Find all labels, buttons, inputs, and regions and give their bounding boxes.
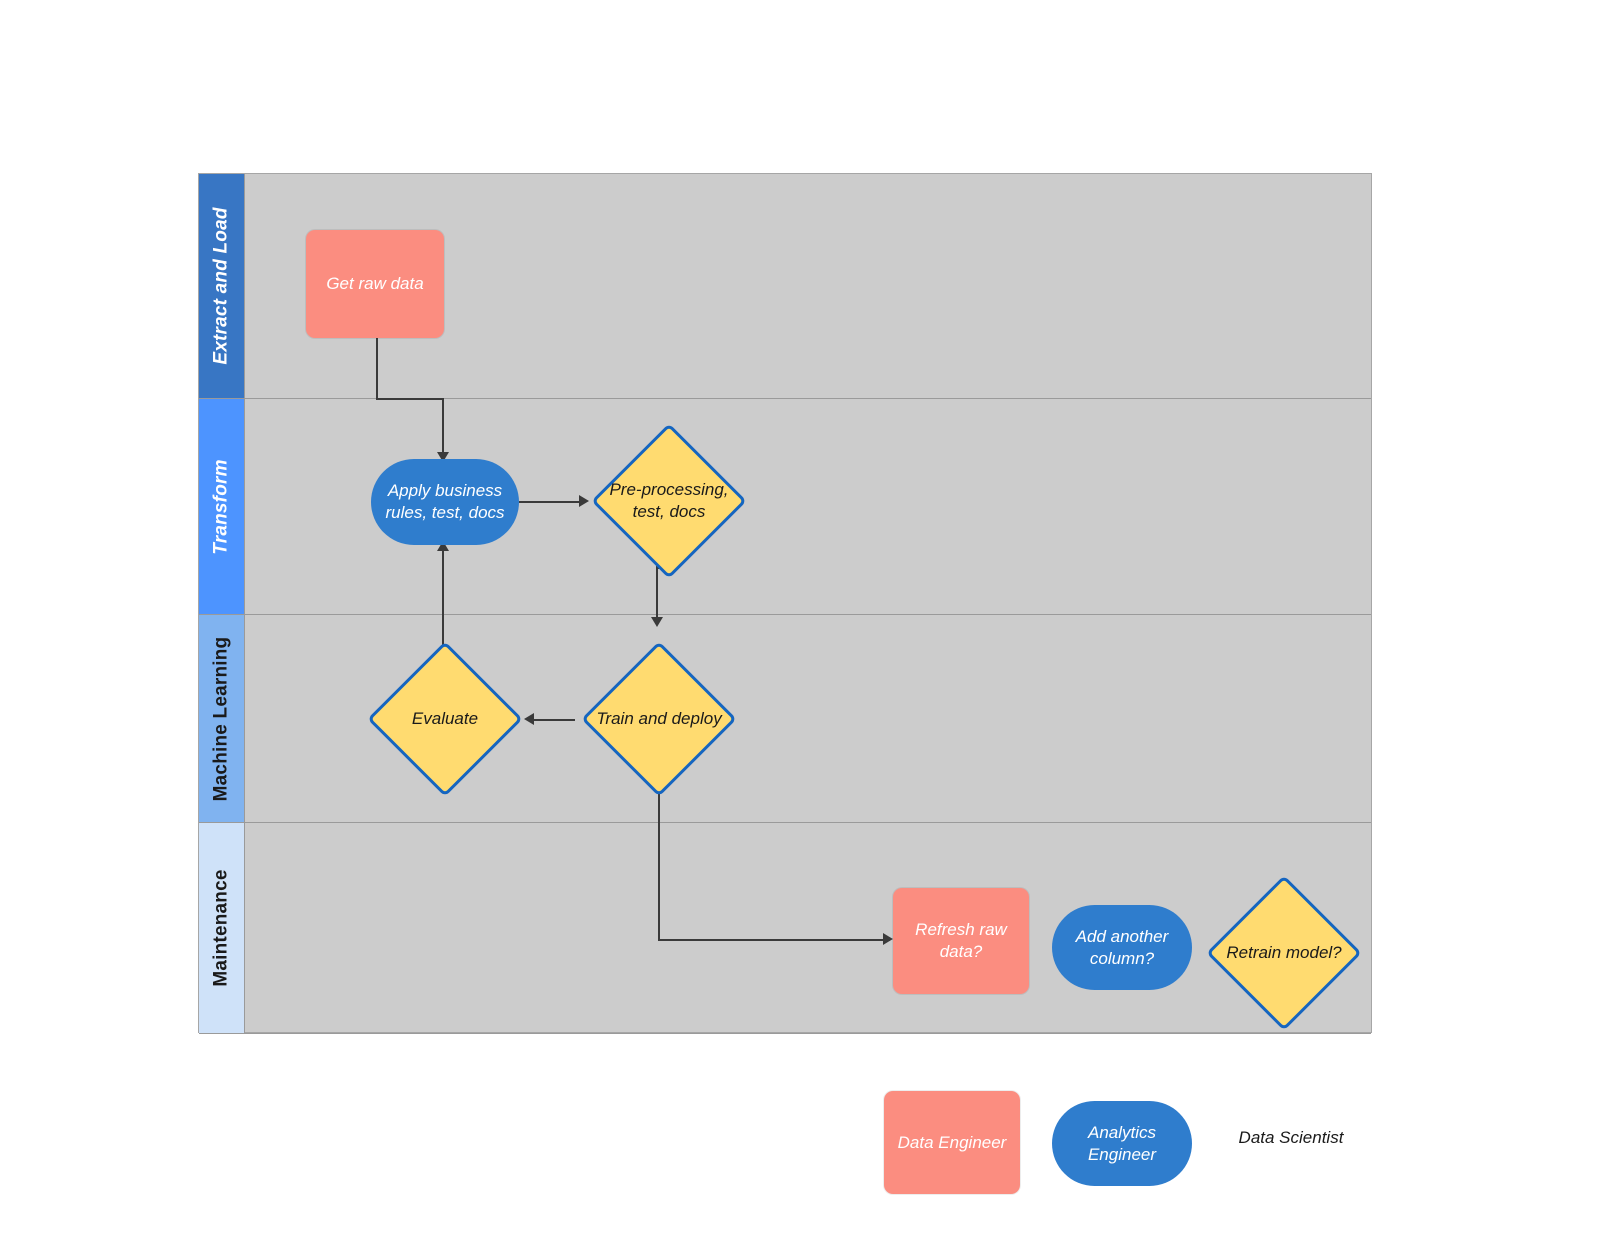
connector-arrow-to-refresh-raw-data (883, 933, 893, 945)
lane-maintenance: Maintenance (199, 823, 1371, 1034)
node-retrain-model[interactable]: Retrain model? (1202, 875, 1366, 1031)
lane-header-machine-learning: Machine Learning (199, 615, 245, 822)
lane-header-extract-and-load: Extract and Load (199, 174, 245, 398)
legend-label-data-engineer: Data Engineer (897, 1132, 1007, 1152)
connector-evaluate-to-apply (442, 551, 444, 689)
connector-train-to-evaluate (531, 719, 575, 721)
legend-item-data-scientist[interactable]: Data Scientist (1204, 1060, 1378, 1216)
connector-arrow-evaluate-to-apply (437, 541, 449, 551)
legend-label-data-scientist: Data Scientist (1238, 1128, 1344, 1148)
connector-train-to-refresh-seg2 (658, 939, 890, 941)
lane-header-maintenance: Maintenance (199, 823, 245, 1033)
node-label-add-another-column: Add another column? (1075, 926, 1169, 968)
lane-label-machine-learning: Machine Learning (210, 636, 232, 801)
node-pre-processing[interactable]: Pre-processing, test, docs (586, 423, 752, 579)
lane-machine-learning: Machine Learning (199, 615, 1371, 823)
connector-preprocessing-to-train-seg2 (656, 566, 658, 623)
node-refresh-raw-data[interactable]: Refresh raw data? (893, 888, 1029, 994)
node-evaluate[interactable]: Evaluate (354, 641, 536, 797)
node-label-refresh-raw-data: Refresh raw data? (915, 920, 1007, 961)
lane-extract-and-load: Extract and Load (199, 174, 1371, 399)
swimlane-pool: Extract and Load Transform Machine Learn… (198, 173, 1372, 1034)
connector-getrawdata-to-apply-seg1 (376, 338, 378, 399)
connector-arrow-to-pre-processing (579, 495, 589, 507)
node-get-raw-data[interactable]: Get raw data (306, 230, 444, 338)
node-label-pre-processing: Pre-processing, test, docs (609, 480, 729, 521)
connector-arrow-to-apply-business-rules (437, 452, 449, 462)
node-add-another-column[interactable]: Add another column? (1052, 905, 1192, 990)
node-train-and-deploy[interactable]: Train and deploy (571, 641, 747, 797)
node-label-get-raw-data: Get raw data (326, 274, 424, 294)
node-label-evaluate: Evaluate (411, 709, 479, 729)
connector-arrow-to-evaluate (524, 713, 534, 725)
node-label-train-and-deploy: Train and deploy (596, 709, 722, 729)
connector-arrow-to-train-and-deploy (651, 617, 663, 627)
legend-label-analytics-engineer: Analytics Engineer (1087, 1122, 1157, 1164)
lane-label-extract-and-load: Extract and Load (210, 207, 232, 365)
connector-train-to-refresh-seg1 (658, 790, 660, 941)
node-label-apply-business-rules: Apply business rules, test, docs (385, 481, 505, 522)
connector-getrawdata-to-apply-seg3 (442, 398, 444, 458)
legend-item-analytics-engineer[interactable]: Analytics Engineer (1052, 1101, 1192, 1186)
legend-item-data-engineer[interactable]: Data Engineer (884, 1091, 1020, 1194)
lane-label-maintenance: Maintenance (210, 869, 232, 987)
node-label-retrain-model: Retrain model? (1226, 943, 1342, 963)
lane-transform: Transform (199, 399, 1371, 615)
lane-header-transform: Transform (199, 399, 245, 614)
connector-apply-to-preprocessing (519, 501, 585, 503)
lane-label-transform: Transform (210, 458, 232, 555)
connector-getrawdata-to-apply-seg2 (376, 398, 443, 400)
legend: Data Engineer Analytics Engineer Data Sc… (884, 1060, 1374, 1216)
node-apply-business-rules[interactable]: Apply business rules, test, docs (371, 459, 519, 545)
